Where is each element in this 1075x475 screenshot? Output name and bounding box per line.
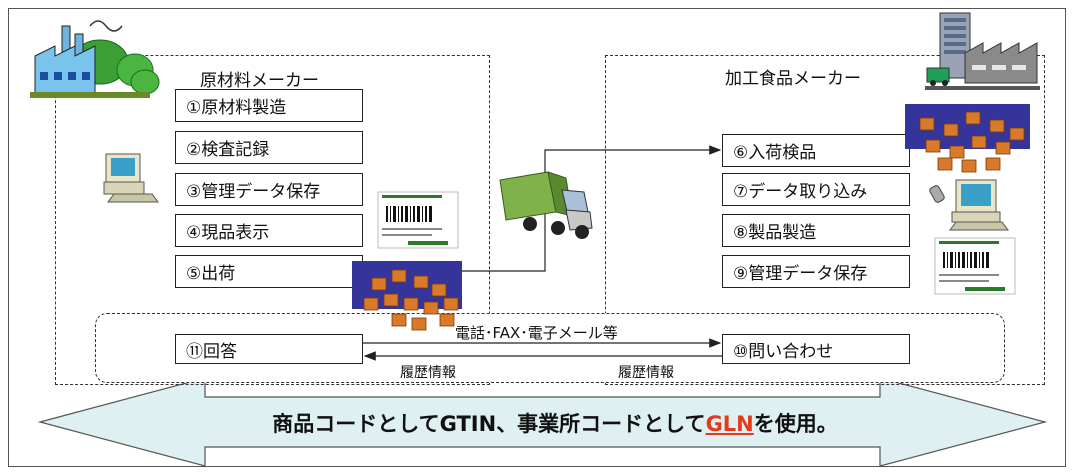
banner-gtin: GTIN xyxy=(439,412,497,436)
banner-gln-highlight: GLN xyxy=(705,412,754,436)
step-shipment: ⑤出荷 xyxy=(175,255,363,288)
step-inspection-record: ②検査記録 xyxy=(175,131,363,164)
step-data-import: ⑦データ取り込み xyxy=(722,173,910,206)
step-raw-material-production: ①原材料製造 xyxy=(175,89,363,122)
banner-text-part2: 、事業所コードとして xyxy=(496,412,706,436)
supplier-zone xyxy=(55,55,490,385)
step-product-manufacturing: ⑧製品製造 xyxy=(722,214,910,247)
supplier-title: 原材料メーカー xyxy=(200,71,319,91)
step-supplier-data-storage: ③管理データ保存 xyxy=(175,173,363,206)
diagram-frame xyxy=(8,8,1066,467)
step-processor-data-storage: ⑨管理データ保存 xyxy=(722,255,910,288)
banner-text-part3: を使用。 xyxy=(753,412,838,436)
step-receiving-inspection: ⑥入荷検品 xyxy=(722,134,910,167)
processor-zone xyxy=(605,55,1045,385)
answer-box: ⑪回答 xyxy=(175,334,363,364)
channel-label: 電話･FAX･電子メール等 xyxy=(455,322,618,343)
step-item-labeling: ④現品表示 xyxy=(175,214,363,247)
processor-title: 加工食品メーカー xyxy=(725,69,861,89)
banner-message: 商品コードとしてGTIN、事業所コードとしてGLNを使用。 xyxy=(205,408,905,438)
inquiry-box: ⑩問い合わせ xyxy=(722,334,910,364)
banner-text-part1: 商品コードとして xyxy=(272,412,440,436)
history-label-left: 履歴情報 xyxy=(400,365,456,381)
history-label-right: 履歴情報 xyxy=(618,365,674,381)
